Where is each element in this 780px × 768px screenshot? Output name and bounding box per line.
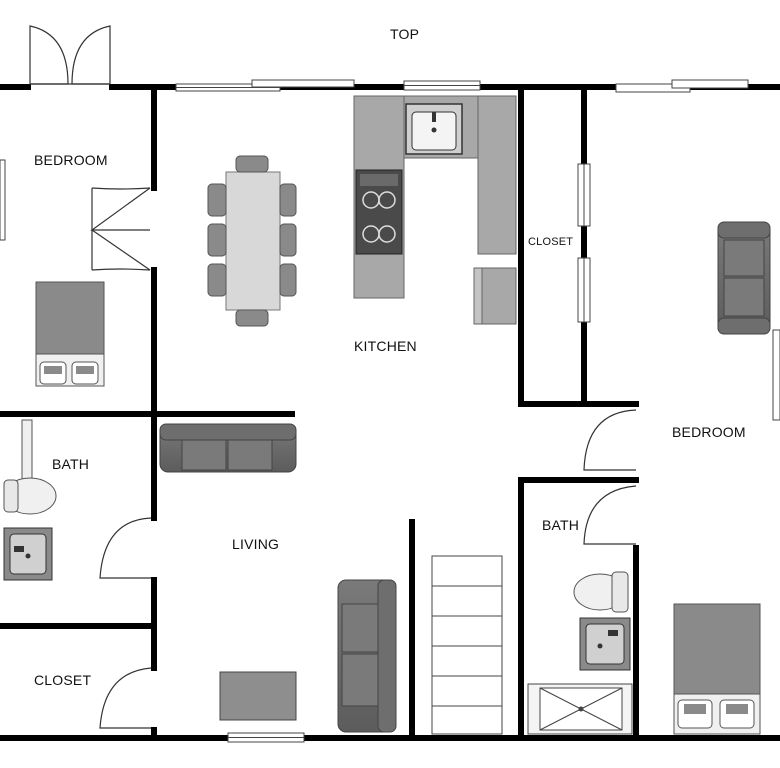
- toilet-right: [573, 571, 629, 613]
- dining-chair: [279, 223, 297, 257]
- french-door-top: [29, 25, 111, 85]
- window-2: [251, 79, 355, 88]
- dining-table: [207, 155, 297, 327]
- label-bath-left: BATH: [52, 456, 90, 472]
- label-closet-center: CLOSET: [528, 236, 574, 248]
- stove: [355, 169, 403, 255]
- door-bedroom-right: [583, 409, 637, 471]
- sofa-right: [337, 579, 397, 733]
- dining-chair: [235, 155, 269, 173]
- dining-chair: [207, 263, 227, 297]
- label-top: TOP: [390, 26, 420, 42]
- toilet-left: [3, 419, 57, 515]
- label-bedroom-left: BEDROOM: [34, 152, 108, 168]
- bed-right: [673, 603, 761, 735]
- sink-left: [3, 527, 53, 581]
- stairs: [431, 555, 503, 735]
- dining-chair: [279, 183, 297, 217]
- kitchen-sink: [405, 103, 463, 155]
- counter-right-run: [477, 95, 517, 255]
- kitchen-counters: [353, 95, 517, 325]
- dining-chair: [207, 223, 227, 257]
- label-living: LIVING: [232, 536, 280, 552]
- coffee-table: [219, 671, 297, 721]
- label-bath-right: BATH: [542, 517, 580, 533]
- door-bath-right: [583, 485, 637, 545]
- label-bedroom-right: BEDROOM: [672, 424, 746, 440]
- door-bath-left: [99, 517, 152, 579]
- dining-chair: [235, 309, 269, 327]
- dining-chair: [279, 263, 297, 297]
- door-bedroom-left: [90, 187, 151, 271]
- window-5: [671, 79, 749, 89]
- window-left-edge: [0, 159, 6, 241]
- bed-left: [35, 281, 105, 387]
- windows: [0, 79, 780, 743]
- window-right-edge: [772, 329, 780, 421]
- doors: [29, 25, 637, 729]
- armchair-right: [717, 221, 771, 335]
- label-kitchen: KITCHEN: [354, 338, 417, 354]
- label-closet-left: CLOSET: [34, 672, 92, 688]
- shower-right: [527, 683, 633, 735]
- door-closet-left: [99, 667, 152, 729]
- sofa-top: [159, 423, 297, 473]
- dining-chair: [207, 183, 227, 217]
- sink-right: [579, 617, 631, 671]
